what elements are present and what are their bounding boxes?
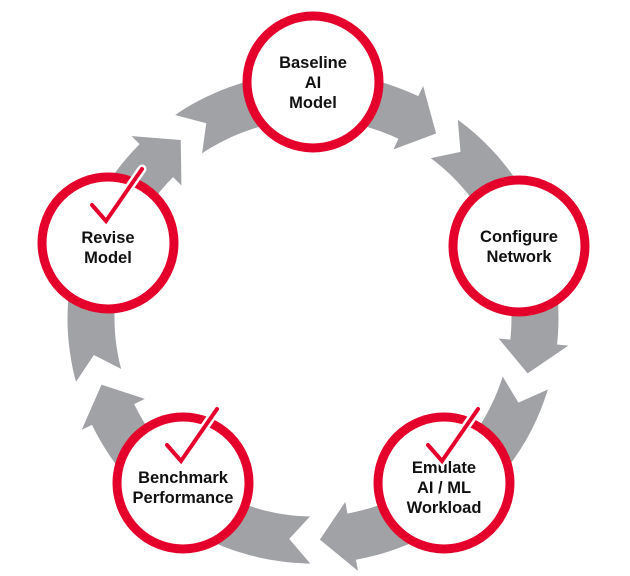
node-label-line: Emulate <box>412 459 476 477</box>
checkmark-icon <box>423 404 483 469</box>
node-label-line: Configure <box>480 228 558 246</box>
nodes: BaselineAIModelConfigureNetworkEmulateAI… <box>37 11 590 554</box>
node-label-line: Revise <box>81 229 134 247</box>
node-label-line: AI / ML <box>417 479 471 497</box>
node-label-line: Performance <box>133 489 234 507</box>
checkmark-icon <box>87 164 147 229</box>
node-label-line: Workload <box>407 499 482 517</box>
node-circle <box>373 412 515 554</box>
node-circle <box>112 412 254 554</box>
node-circle <box>448 175 590 317</box>
node-label-line: Baseline <box>279 54 347 72</box>
node-label-line: Benchmark <box>138 469 229 487</box>
node-label-line: Network <box>486 248 552 266</box>
checkmark-icon <box>162 404 222 469</box>
node-circle <box>242 11 384 153</box>
node-label-line: Model <box>84 249 132 267</box>
node-label-line: Model <box>289 94 337 112</box>
node-circle <box>37 172 179 314</box>
node-emulate: Emulate AI / ML Workload <box>373 404 515 554</box>
node-label-line: AI <box>305 74 322 92</box>
